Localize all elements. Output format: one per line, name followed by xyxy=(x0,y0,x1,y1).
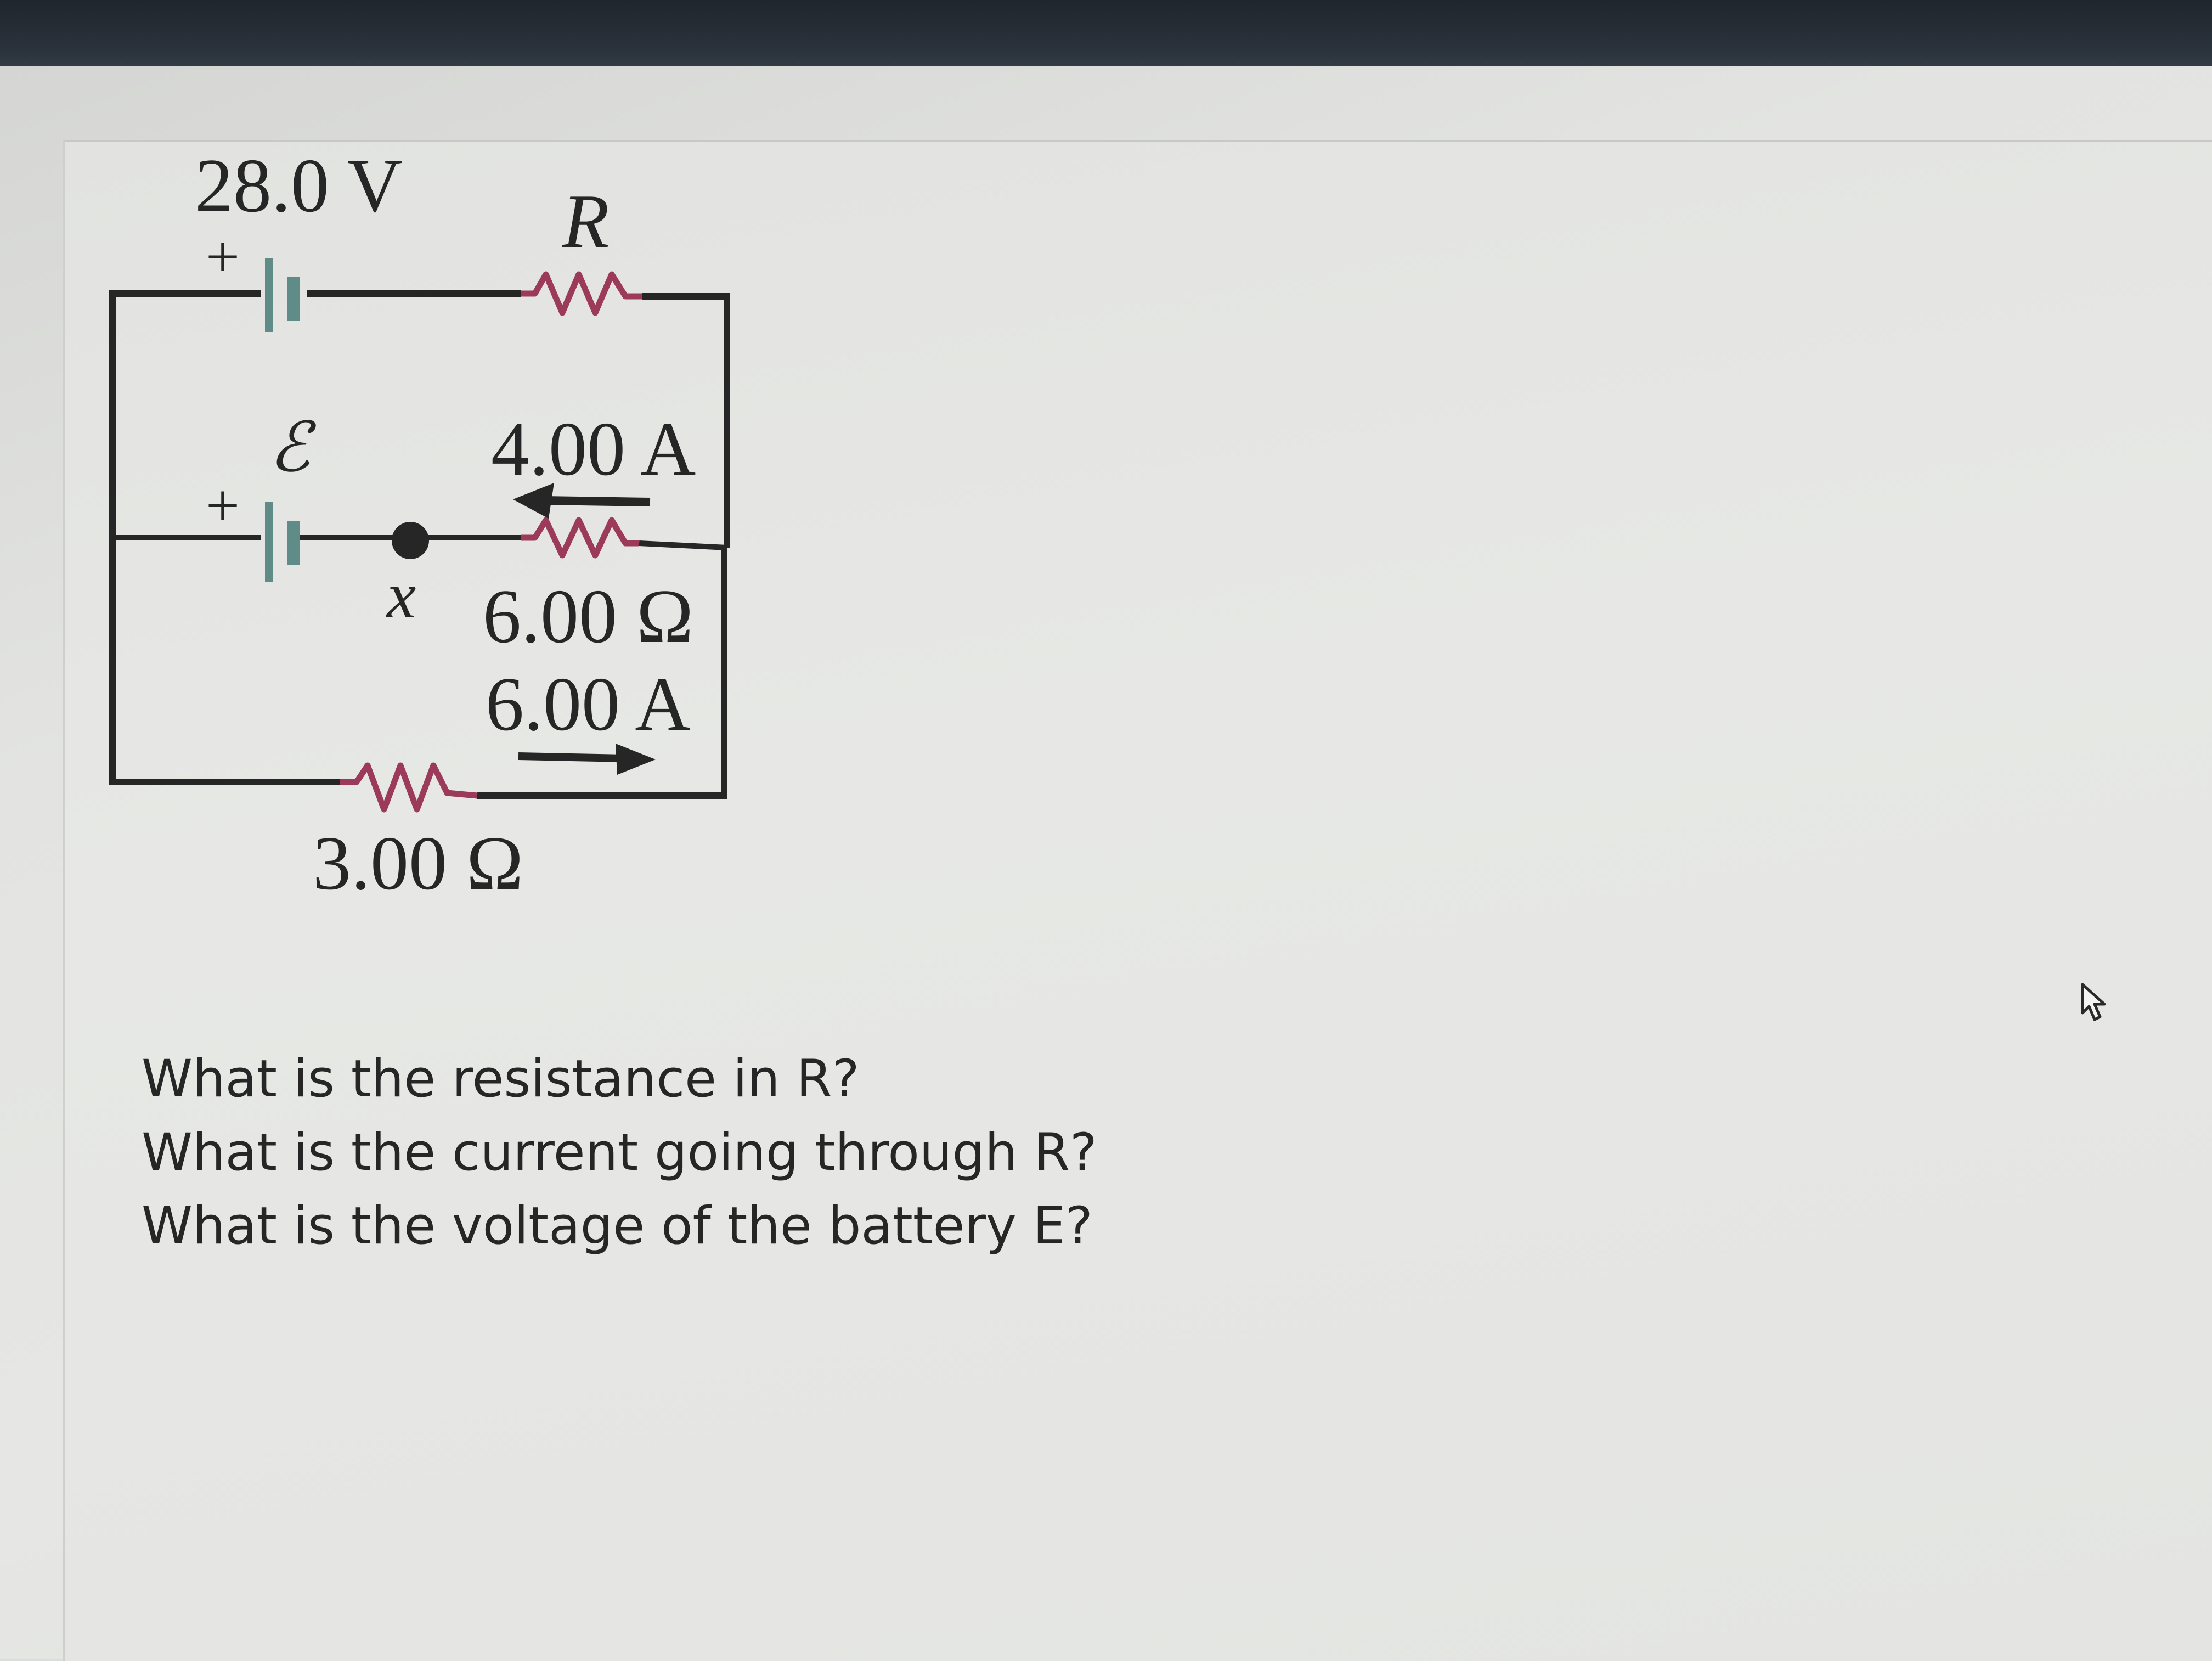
plus-sign-mid: + xyxy=(206,472,240,539)
mid-resistance-label: 6.00 Ω xyxy=(483,574,693,659)
right-wire-bottom xyxy=(477,549,727,799)
content-panel xyxy=(63,140,2212,1661)
question-list: What is the resistance in R? What is the… xyxy=(142,1043,1348,1263)
current-arrow-bottom-head xyxy=(616,744,656,775)
battery-emf-label: ℰ xyxy=(269,410,317,486)
battery-top-voltage-label: 28.0 V xyxy=(195,143,403,228)
current-arrow-bottom-shaft xyxy=(518,752,626,762)
question-voltage: What is the voltage of the battery E? xyxy=(142,1196,1093,1256)
resistor-r xyxy=(521,271,642,316)
resistor-r-label: R xyxy=(562,179,610,264)
mouse-pointer-icon xyxy=(2081,983,2106,1021)
node-x-label: x xyxy=(386,559,416,632)
node-dot-x xyxy=(392,522,429,559)
resistor-3-ohm xyxy=(340,762,478,813)
mid-current-label: 4.00 A xyxy=(491,407,696,492)
right-wire-top xyxy=(642,293,730,548)
question-resistance: What is the resistance in R? xyxy=(142,1049,860,1109)
mid-wire-end xyxy=(639,540,727,550)
resistor-6-ohm xyxy=(521,517,639,559)
bottom-resistance-label: 3.00 Ω xyxy=(313,821,523,906)
current-arrow-mid-head xyxy=(513,483,554,519)
bottom-current-label: 6.00 A xyxy=(486,662,690,747)
question-current: What is the current going through R? xyxy=(142,1123,1097,1183)
plus-sign-top: + xyxy=(206,223,240,290)
current-arrow-mid-shaft xyxy=(543,496,651,506)
monitor-bezel xyxy=(0,0,2212,77)
